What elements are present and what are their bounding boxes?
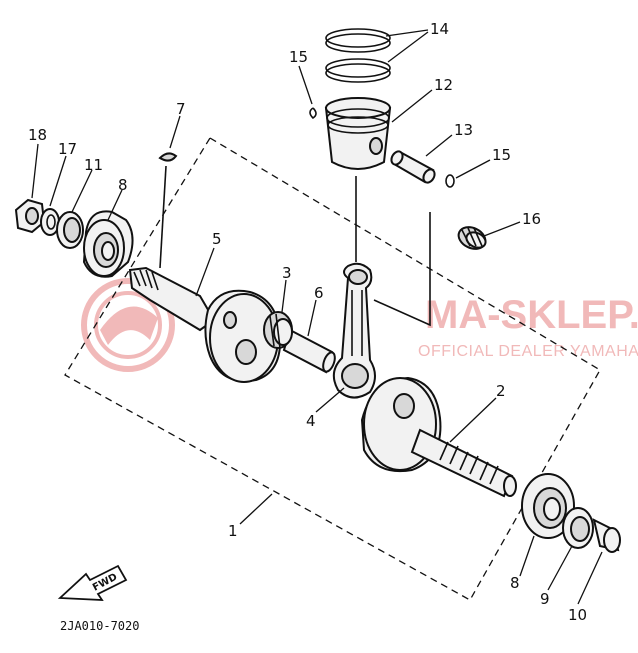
callout-17: 17 [58,140,77,158]
oil-seal-left [56,211,84,249]
bearing-alignment-line [373,212,431,327]
crankshaft-assembly-boundary [64,137,601,601]
callout-13: 13 [454,121,473,139]
callout-16: 16 [522,210,541,228]
callout-4: 4 [306,412,316,430]
callout-1: 1 [228,522,238,540]
callout-9: 9 [540,590,550,608]
piston-pin-clip-right [445,174,455,188]
callout-18: 18 [28,126,47,144]
watermark-logo [81,278,175,372]
key-alignment-line [159,165,167,269]
nut [14,198,46,234]
callout-14: 14 [430,20,449,38]
callout-7: 7 [176,100,186,118]
reference-code: 2JA010-7020 [60,619,139,633]
piston-pin-clip-left [309,107,317,120]
connecting-rod [332,262,376,399]
oil-seal-right [562,507,594,549]
piston [324,97,392,170]
big-end-bearing [263,311,293,349]
watermark-main-text: MA-SKLEP.PL [425,293,638,337]
callout-11: 10 [568,606,587,624]
piston-rings [325,28,391,83]
watermark-sub-text: OFFICIAL DEALER YAMAHA [418,343,638,360]
piston-pin [390,150,436,184]
collar [592,518,621,553]
callout-15-clip-left: 15 [289,48,308,66]
callout-8-right: 8 [510,574,520,592]
crankshaft-left-half [128,266,282,383]
callout-2: 2 [496,382,506,400]
callout-5: 5 [212,230,222,248]
woodruff-key [158,152,178,162]
callout-3: 3 [282,264,292,282]
callout-15-clip-right: 15 [492,146,511,164]
callout-6: 6 [314,284,324,302]
crankshaft-right-half [360,376,517,498]
bearing-right [521,473,575,539]
bearing-left [82,210,134,278]
callout-8-left: 8 [118,176,128,194]
callout-12: 12 [434,76,453,94]
small-end-bearing [457,226,487,250]
leader-lines [31,29,603,605]
callout-10: 11 [84,156,103,174]
forward-arrow-icon: FWD [57,564,128,601]
